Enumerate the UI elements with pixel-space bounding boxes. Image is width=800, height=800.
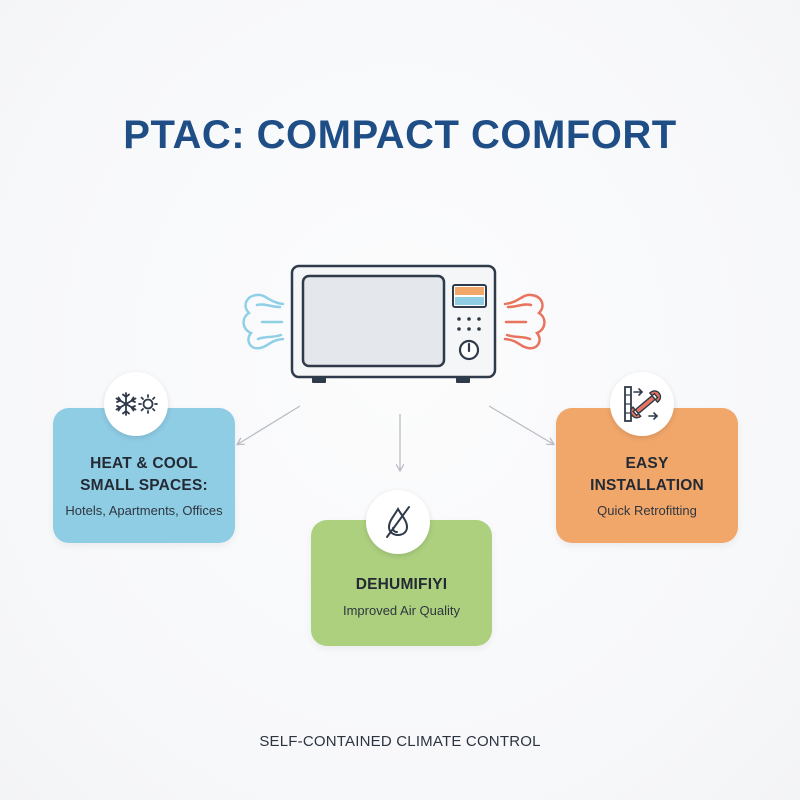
dehumidify-heading: DEHUMIFIYI xyxy=(355,576,448,593)
footer-caption: SELF-CONTAINED CLIMATE CONTROL xyxy=(259,733,541,750)
installation-subtext: Quick Retrofitting xyxy=(597,503,697,518)
unit-foot-left xyxy=(312,377,326,383)
unit-grille xyxy=(301,274,446,368)
installation-heading: EASY INSTALLATION xyxy=(590,455,704,494)
heat-cool-heading: HEAT & COOL SMALL SPACES: xyxy=(80,455,208,494)
dehumidify-subtext: Improved Air Quality xyxy=(342,603,461,618)
heat-cool-subtext: Hotels, Apartments, Offices xyxy=(65,503,223,518)
arrow-to-heat-cool xyxy=(238,405,301,444)
unit-foot-right xyxy=(456,377,470,383)
arrow-to-installation xyxy=(488,405,553,444)
cool-air-icon xyxy=(242,293,285,350)
button-dots xyxy=(457,317,481,331)
hot-air-icon xyxy=(503,293,546,350)
no-water-drop-icon xyxy=(366,490,430,554)
page-title: PTAC: COMPACT COMFORT xyxy=(123,113,677,157)
wall-wrench-icon xyxy=(610,372,674,436)
snowflake-sun-icon xyxy=(104,372,168,436)
